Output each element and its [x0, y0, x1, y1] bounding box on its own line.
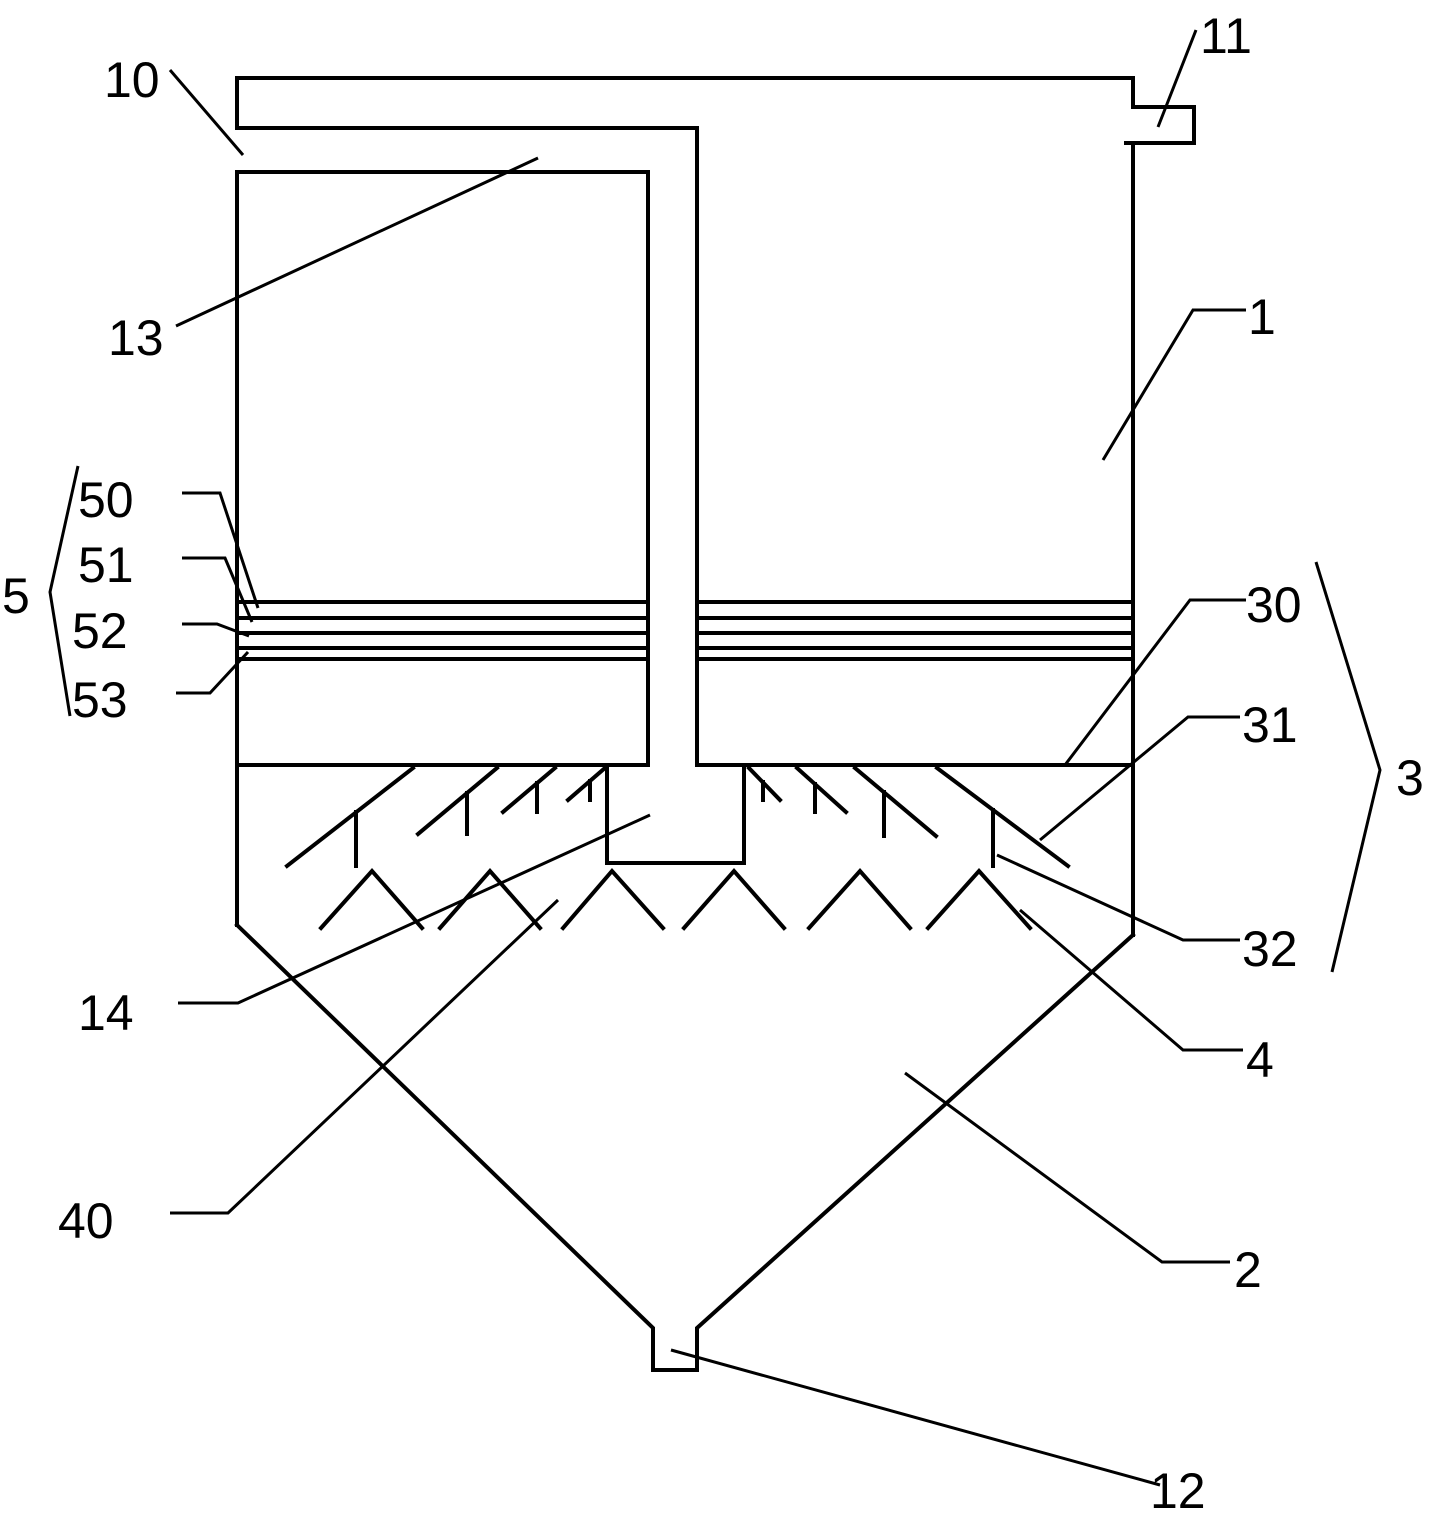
- label-3: 3: [1396, 750, 1424, 806]
- tank-outline: [234, 76, 1136, 1372]
- label-31: 31: [1242, 697, 1298, 753]
- filter-layers: [235, 600, 1135, 661]
- label-10: 10: [104, 52, 160, 108]
- inner-chamber: [235, 170, 1135, 865]
- label-1: 1: [1248, 289, 1276, 345]
- v-plates: [318, 867, 1033, 931]
- leader-lines: [48, 29, 1382, 1487]
- label-40: 40: [58, 1193, 114, 1249]
- label-13: 13: [108, 310, 164, 366]
- label-5: 5: [2, 568, 30, 624]
- inclined-baffles: [284, 765, 1071, 869]
- outlet-pipe: [1124, 105, 1196, 145]
- label-12: 12: [1150, 1463, 1206, 1513]
- label-4: 4: [1246, 1032, 1274, 1088]
- label-51: 51: [78, 537, 134, 593]
- label-11: 11: [1200, 8, 1252, 64]
- label-32: 32: [1242, 921, 1298, 977]
- label-2: 2: [1234, 1242, 1262, 1298]
- label-52: 52: [72, 603, 128, 659]
- label-50: 50: [78, 472, 134, 528]
- label-53: 53: [72, 672, 128, 728]
- label-14: 14: [78, 985, 134, 1041]
- label-30: 30: [1246, 577, 1302, 633]
- part-labels: 10 11 13 1 50 51 52 53 5 30 31 3 32 14 4…: [2, 8, 1424, 1513]
